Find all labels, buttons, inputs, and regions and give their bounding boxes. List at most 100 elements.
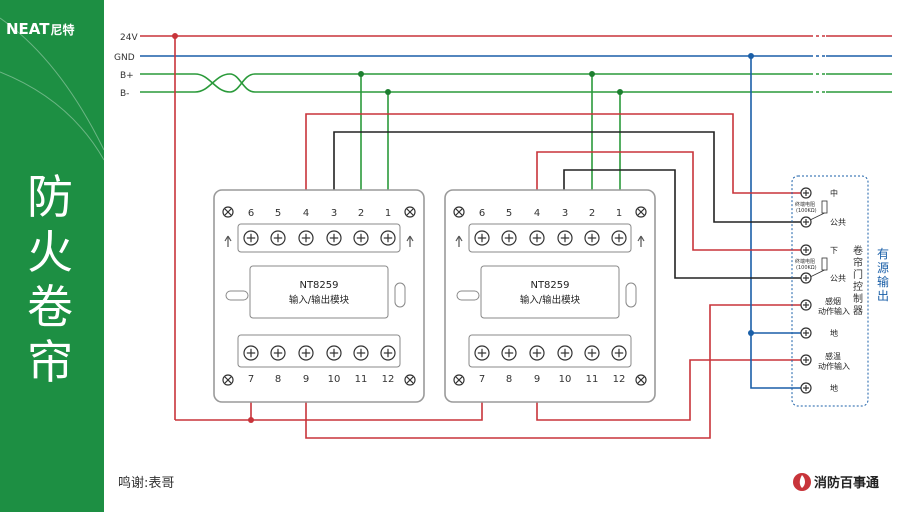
screw-slot bbox=[224, 376, 232, 384]
address-slot bbox=[394, 282, 406, 308]
terminal-label: 公共 bbox=[830, 274, 846, 283]
module-subtitle: 输入/输出模块 bbox=[520, 294, 581, 306]
module-subtitle: 输入/输出模块 bbox=[289, 294, 350, 306]
junction-dot bbox=[589, 71, 595, 77]
terminal-number: 9 bbox=[534, 374, 540, 385]
title-char: 防 bbox=[27, 170, 73, 224]
wires bbox=[174, 36, 805, 439]
sidebar-arc bbox=[0, 17, 105, 151]
terminal-number: 11 bbox=[586, 374, 599, 385]
resistor-icon bbox=[821, 200, 828, 214]
terminal-number: 11 bbox=[355, 374, 368, 385]
terminal-number: 6 bbox=[248, 208, 254, 219]
terminal-number: 2 bbox=[358, 208, 364, 219]
terminal-number: 7 bbox=[248, 374, 254, 385]
resistor-label: 终端电阻 bbox=[795, 258, 815, 265]
arrow-up-icon bbox=[406, 235, 414, 247]
address-slot bbox=[625, 282, 637, 308]
bus-label-bminus: B- bbox=[120, 89, 129, 99]
terminal-number: 4 bbox=[303, 208, 309, 219]
wire-gnd-drop bbox=[750, 56, 805, 389]
screw-slot bbox=[455, 376, 463, 384]
footer-brand: 消防百事通 bbox=[793, 473, 879, 491]
top-terminal-block bbox=[468, 223, 632, 253]
controller-terminal: 地 bbox=[800, 327, 838, 339]
module-model: NT8259 bbox=[299, 280, 338, 291]
label-plate bbox=[480, 265, 620, 319]
bottom-terminal-block bbox=[468, 334, 632, 368]
controller-terminal: 公共 bbox=[800, 272, 846, 284]
controller-terminal: 地 bbox=[800, 382, 838, 394]
screw-slot bbox=[406, 376, 414, 384]
terminal-number: 8 bbox=[275, 374, 281, 385]
junction-dot bbox=[172, 33, 178, 39]
junction-dot bbox=[358, 71, 364, 77]
junction-dot bbox=[748, 330, 754, 336]
terminal-number: 6 bbox=[479, 208, 485, 219]
junction-dot bbox=[617, 89, 623, 95]
terminal-label: 感温 bbox=[825, 351, 841, 361]
controller-terminal: 公共 bbox=[800, 216, 846, 228]
terminal-number: 1 bbox=[385, 208, 391, 219]
wire-m1-term4-mid bbox=[305, 113, 805, 194]
terminal-label: 动作输入 bbox=[818, 361, 850, 371]
terminal-number: 1 bbox=[616, 208, 622, 219]
bus-bplus bbox=[140, 73, 810, 93]
title-char: 帘 bbox=[27, 335, 73, 389]
status-led-slot bbox=[456, 290, 480, 301]
flame-icon bbox=[799, 475, 805, 488]
junction-dot bbox=[248, 417, 254, 423]
terminal-number: 2 bbox=[589, 208, 595, 219]
terminal-label: 地 bbox=[830, 383, 838, 393]
title-char: 火 bbox=[27, 225, 73, 279]
bus-bminus bbox=[140, 73, 810, 93]
terminal-label: 下 bbox=[830, 246, 838, 255]
credit-text: 鸣谢:表哥 bbox=[118, 475, 174, 491]
junction-dot bbox=[385, 89, 391, 95]
resistor-value: (100KΩ) bbox=[796, 208, 817, 214]
bottom-terminal-block bbox=[237, 334, 401, 368]
bus-label-24v: 24V bbox=[120, 33, 138, 43]
terminal-label: 公共 bbox=[830, 218, 846, 227]
terminal-number: 12 bbox=[613, 374, 626, 385]
screw-slot bbox=[455, 208, 463, 216]
sidebar-panel bbox=[0, 0, 104, 512]
bus-label-gnd: GND bbox=[114, 53, 135, 63]
terminal-number: 3 bbox=[562, 208, 568, 219]
bus-label-bplus: B+ bbox=[120, 71, 134, 81]
resistor-label: 终端电阻 bbox=[795, 201, 815, 208]
top-terminal-block bbox=[237, 223, 401, 253]
terminal-number: 8 bbox=[506, 374, 512, 385]
controller-title: 卷帘门控制器 bbox=[853, 244, 863, 317]
terminal-number: 5 bbox=[275, 208, 281, 219]
terminal-label: 地 bbox=[830, 328, 838, 338]
module-model: NT8259 bbox=[530, 280, 569, 291]
brand-name: 消防百事通 bbox=[814, 475, 879, 491]
wire-m2-term9-temp bbox=[536, 359, 805, 421]
terminal-number: 5 bbox=[506, 208, 512, 219]
sidebar-title: 防 火 卷 帘 bbox=[27, 170, 73, 389]
status-led-slot bbox=[225, 290, 249, 301]
terminal-number: 9 bbox=[303, 374, 309, 385]
label-plate bbox=[249, 265, 389, 319]
junctions bbox=[172, 33, 754, 423]
controller-terminals: 中终端电阻(100KΩ)公共下终端电阻(100KΩ)公共感烟动作输入地感温动作输… bbox=[795, 187, 850, 394]
wire-24v-bottom bbox=[175, 400, 483, 421]
screw-slot bbox=[637, 376, 645, 384]
wire-m1-term3-common bbox=[333, 131, 805, 223]
arrow-up-icon bbox=[224, 235, 232, 247]
terminal-number: 10 bbox=[559, 374, 572, 385]
resistor-icon bbox=[821, 257, 828, 271]
screw-slot bbox=[637, 208, 645, 216]
terminal-label: 动作输入 bbox=[818, 306, 850, 316]
resistor-value: (100KΩ) bbox=[796, 265, 817, 271]
junction-dot bbox=[748, 53, 754, 59]
